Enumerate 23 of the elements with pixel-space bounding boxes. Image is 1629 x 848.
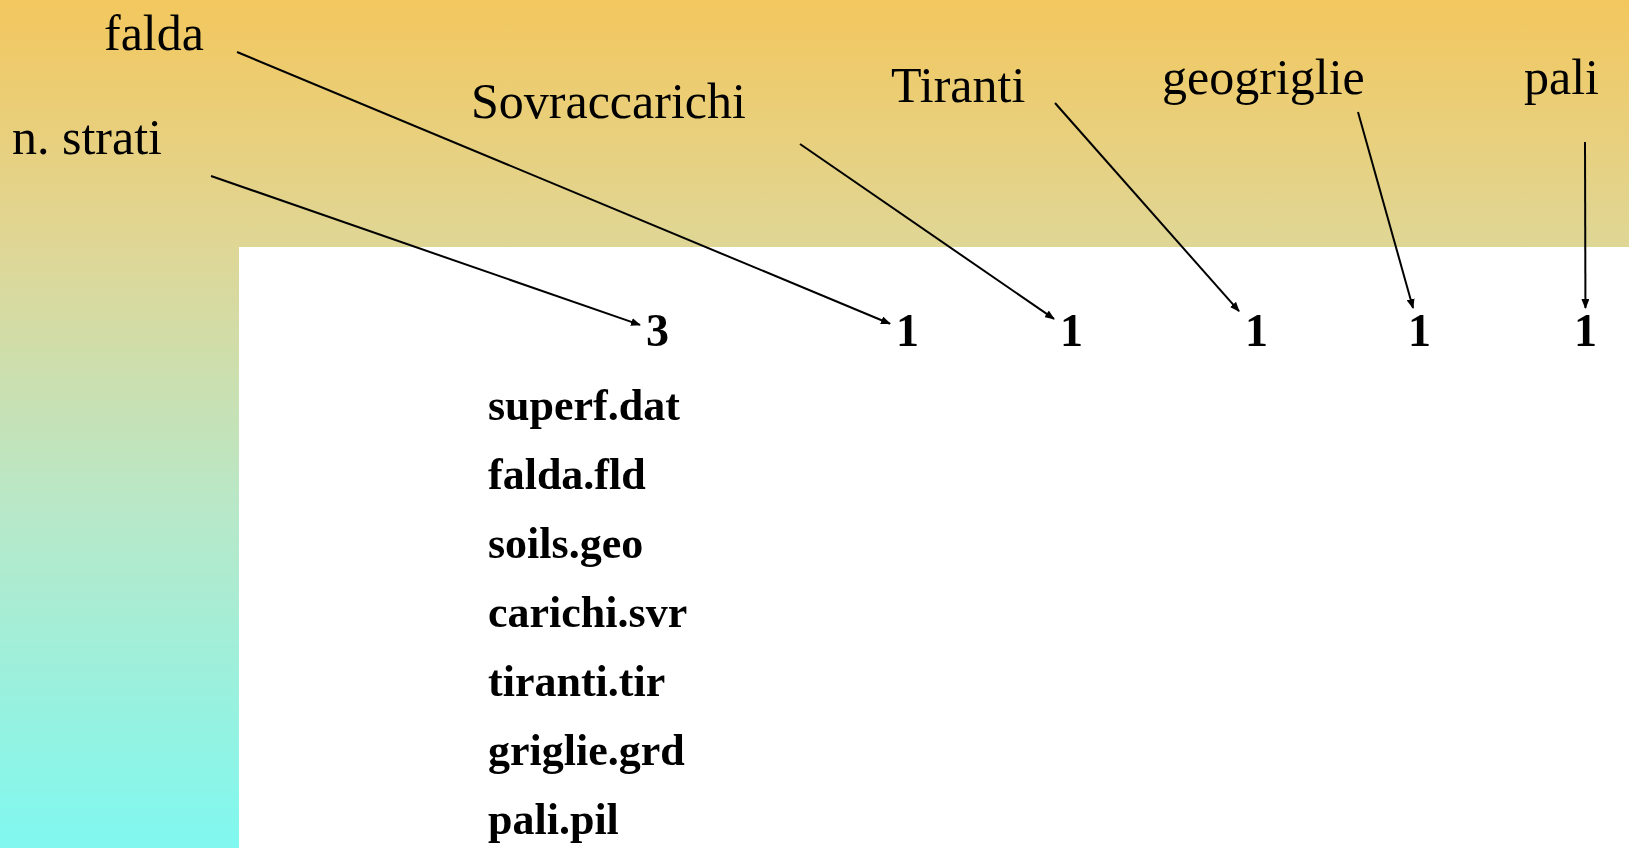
- parameter-label: Tiranti: [891, 60, 1026, 110]
- file-name: soils.geo: [488, 522, 644, 566]
- arrow: [236, 51, 891, 325]
- parameter-label: n. strati: [12, 112, 162, 162]
- count-value: 1: [1402, 308, 1437, 354]
- arrow: [210, 175, 641, 326]
- arrow: [1054, 102, 1240, 313]
- file-name: carichi.svr: [488, 591, 688, 635]
- file-name: falda.fld: [488, 453, 646, 497]
- arrow: [799, 143, 1055, 320]
- arrow: [1357, 111, 1415, 309]
- file-name: tiranti.tir: [488, 660, 666, 704]
- arrow: [1581, 141, 1590, 309]
- file-name: griglie.grd: [488, 729, 685, 773]
- count-value: 1: [1568, 308, 1603, 354]
- file-name: superf.dat: [488, 384, 680, 428]
- count-value: 1: [1054, 308, 1089, 354]
- count-value: 1: [1239, 308, 1274, 354]
- count-value: 1: [890, 308, 925, 354]
- file-name: pali.pil: [488, 798, 619, 842]
- parameter-label: falda: [104, 8, 204, 58]
- parameter-label: Sovraccarichi: [471, 76, 746, 126]
- count-value: 3: [640, 308, 675, 354]
